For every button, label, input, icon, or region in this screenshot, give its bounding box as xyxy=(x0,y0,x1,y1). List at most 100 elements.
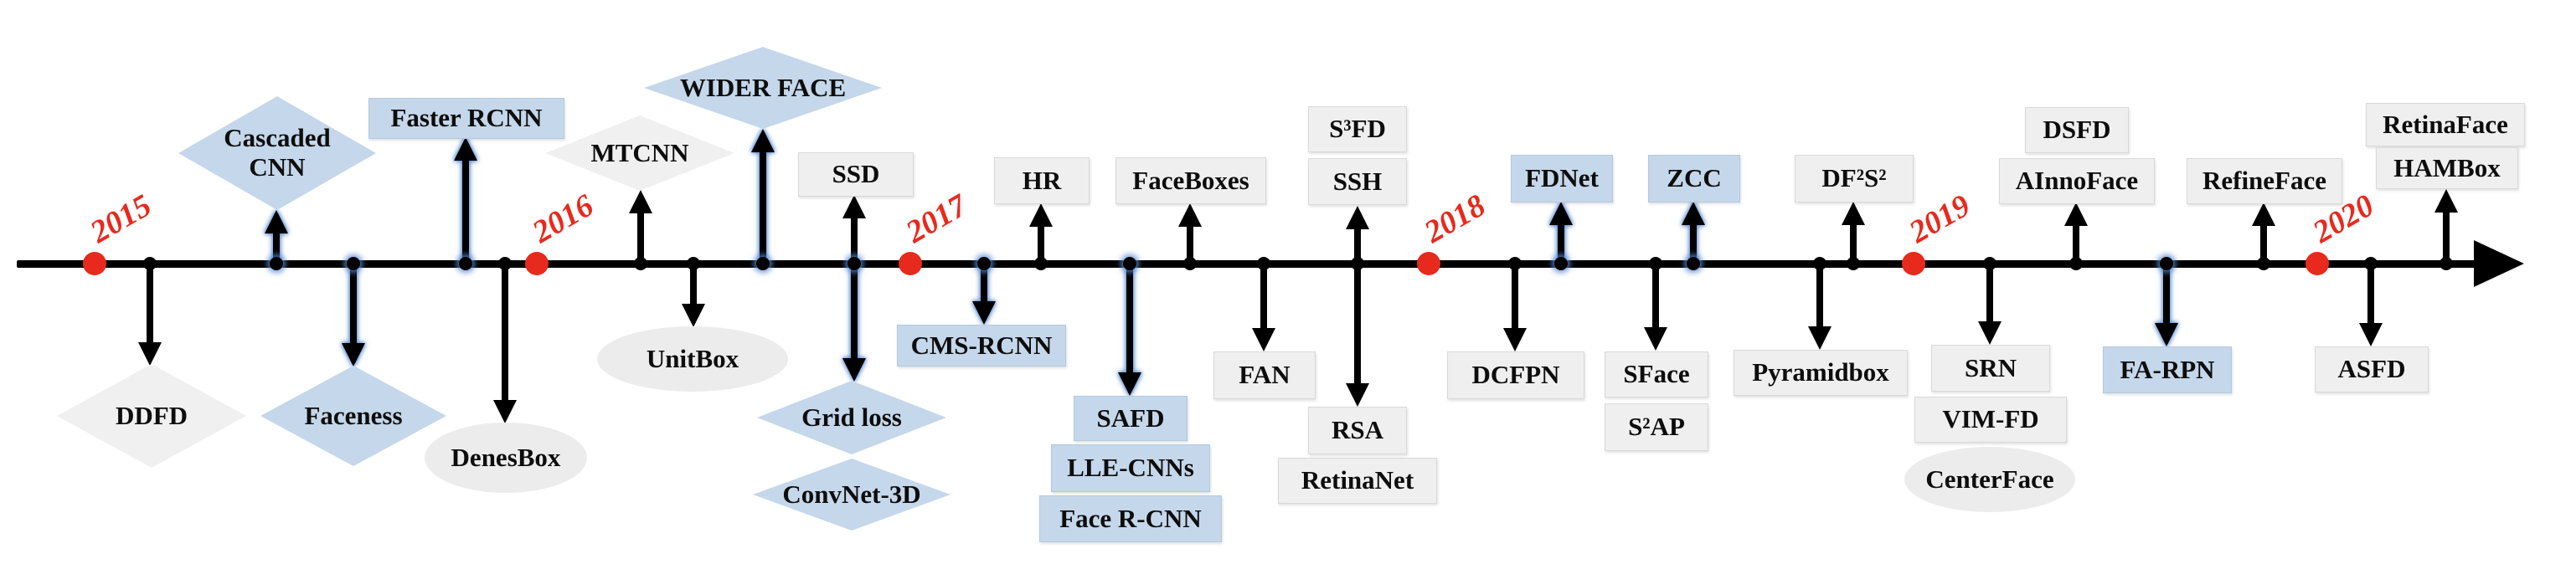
node-label-ssd: SSD xyxy=(832,158,880,188)
node-label-s2ap: S²AP xyxy=(1628,411,1685,441)
arrow-shaft xyxy=(1558,222,1564,264)
timeline-tick xyxy=(977,257,991,270)
node-fan: FAN xyxy=(1213,351,1316,399)
arrow-head-up-icon xyxy=(629,190,652,213)
timeline-tick xyxy=(2069,257,2083,270)
node-label-faster-rcnn: Faster RCNN xyxy=(390,102,543,132)
node-face-r-cnn: Face R-CNN xyxy=(1039,495,1222,542)
arrow-head-down-icon xyxy=(138,342,162,366)
node-zcc: ZCC xyxy=(1648,154,1740,203)
arrow-shaft xyxy=(2163,264,2170,326)
arrow-shaft xyxy=(2073,223,2079,264)
arrow-shaft xyxy=(1260,264,1267,331)
node-hr: HR xyxy=(994,157,1090,204)
node-retinaface: RetinaFace xyxy=(2366,103,2525,146)
arrow-head-down-icon xyxy=(2155,323,2178,346)
year-label-2015: 2015 xyxy=(85,187,157,250)
node-label-sface: SFace xyxy=(1623,358,1690,388)
node-label-zcc: ZCC xyxy=(1667,162,1722,192)
node-s2ap: S²AP xyxy=(1605,402,1708,451)
node-ainnoface: AInnoFace xyxy=(1999,157,2155,204)
arrow-head-up-icon xyxy=(751,129,775,152)
node-label-dsfd: DSFD xyxy=(2043,114,2111,144)
node-asfd: ASFD xyxy=(2315,346,2429,392)
year-label-2018: 2018 xyxy=(1419,187,1492,250)
timeline-tick xyxy=(1983,257,1996,270)
node-ssh: SSH xyxy=(1308,158,1407,205)
node-label-ssh: SSH xyxy=(1332,166,1383,196)
arrow-head-up-icon xyxy=(842,195,866,218)
year-label-2016: 2016 xyxy=(527,187,600,250)
timeline-tick xyxy=(2439,257,2453,270)
arrow-shaft xyxy=(637,210,644,264)
node-faceboxes: FaceBoxes xyxy=(1115,157,1266,204)
node-label-wider-face: WIDER FACE xyxy=(679,72,847,102)
arrow-shaft xyxy=(1354,264,1361,387)
arrow-head-down-icon xyxy=(1252,328,1275,351)
node-label-retinaface: RetinaFace xyxy=(2383,109,2508,139)
arrow-head-up-icon xyxy=(1682,202,1705,225)
timeline-tick xyxy=(756,257,770,270)
timeline-tick xyxy=(1257,257,1270,270)
node-label-mtcnn: MTCNN xyxy=(590,137,689,167)
node-centerface: CenterFace xyxy=(1904,447,2075,512)
arrow-head-down-icon xyxy=(1118,372,1141,396)
year-dot-2018 xyxy=(1417,252,1440,275)
arrow-shaft xyxy=(502,264,508,403)
node-label-face-r-cnn: Face R-CNN xyxy=(1059,503,1202,533)
arrow-shaft xyxy=(1038,223,1044,264)
timeline-tick xyxy=(848,257,861,270)
timeline-tick xyxy=(1649,257,1662,270)
arrow-shaft xyxy=(350,264,357,346)
node-hambox: HAMBox xyxy=(2376,147,2518,189)
timeline-tick xyxy=(270,257,283,270)
arrow-shaft xyxy=(2260,223,2267,264)
arrow-shaft xyxy=(1986,264,1993,325)
node-ssd: SSD xyxy=(798,151,914,197)
arrow-head-down-icon xyxy=(1503,328,1527,351)
arrow-shaft xyxy=(690,264,697,307)
arrow-shaft xyxy=(1187,223,1193,264)
arrow-shaft xyxy=(981,264,987,305)
node-safd: SAFD xyxy=(1074,396,1188,441)
node-convnet-3d: ConvNet-3D xyxy=(753,459,951,531)
node-label-convnet-3d: ConvNet-3D xyxy=(782,479,921,509)
node-label-lle-cnns: LLE-CNNs xyxy=(1067,452,1194,482)
timeline-tick xyxy=(1351,257,1364,270)
node-faster-rcnn: Faster RCNN xyxy=(368,97,564,139)
node-label-asfd: ASFD xyxy=(2337,353,2406,383)
arrow-shaft xyxy=(1816,264,1823,330)
arrow-head-up-icon xyxy=(1029,203,1053,227)
arrow-shaft xyxy=(1354,226,1361,264)
timeline-tick xyxy=(459,257,472,270)
node-s3fd: S³FD xyxy=(1308,105,1407,152)
node-label-grid-loss: Grid loss xyxy=(801,402,902,432)
arrow-head-up-icon xyxy=(1842,202,1865,225)
node-label-retinanet: RetinaNet xyxy=(1301,464,1414,495)
timeline-tick xyxy=(2160,257,2173,270)
node-label-denesbox: DenesBox xyxy=(451,442,561,472)
year-label-2017: 2017 xyxy=(900,187,973,250)
arrow-shaft xyxy=(1850,222,1857,264)
node-mtcnn: MTCNN xyxy=(545,115,734,191)
timeline-tick xyxy=(2257,257,2270,270)
arrow-shaft xyxy=(1126,264,1133,376)
arrow-head-down-icon xyxy=(493,400,517,423)
node-sface: SFace xyxy=(1605,351,1708,397)
arrow-head-down-icon xyxy=(842,358,866,382)
node-df2s2: DF²S² xyxy=(1795,154,1914,203)
node-label-fan: FAN xyxy=(1239,359,1291,389)
node-label-s3fd: S³FD xyxy=(1329,113,1386,143)
arrow-head-up-icon xyxy=(1549,202,1573,225)
node-refineface: RefineFace xyxy=(2187,157,2342,204)
node-label-pyramidbox: Pyramidbox xyxy=(1752,356,1889,387)
arrow-head-down-icon xyxy=(342,343,365,367)
node-wider-face: WIDER FACE xyxy=(644,47,882,129)
timeline-tick xyxy=(1554,257,1568,270)
timeline-tick xyxy=(1183,257,1197,270)
node-dsfd: DSFD xyxy=(2025,106,2129,153)
arrow-head-down-icon xyxy=(1346,383,1369,407)
node-unitbox: UnitBox xyxy=(597,326,788,392)
year-dot-2016 xyxy=(525,252,549,275)
year-dot-2020 xyxy=(2306,252,2329,275)
